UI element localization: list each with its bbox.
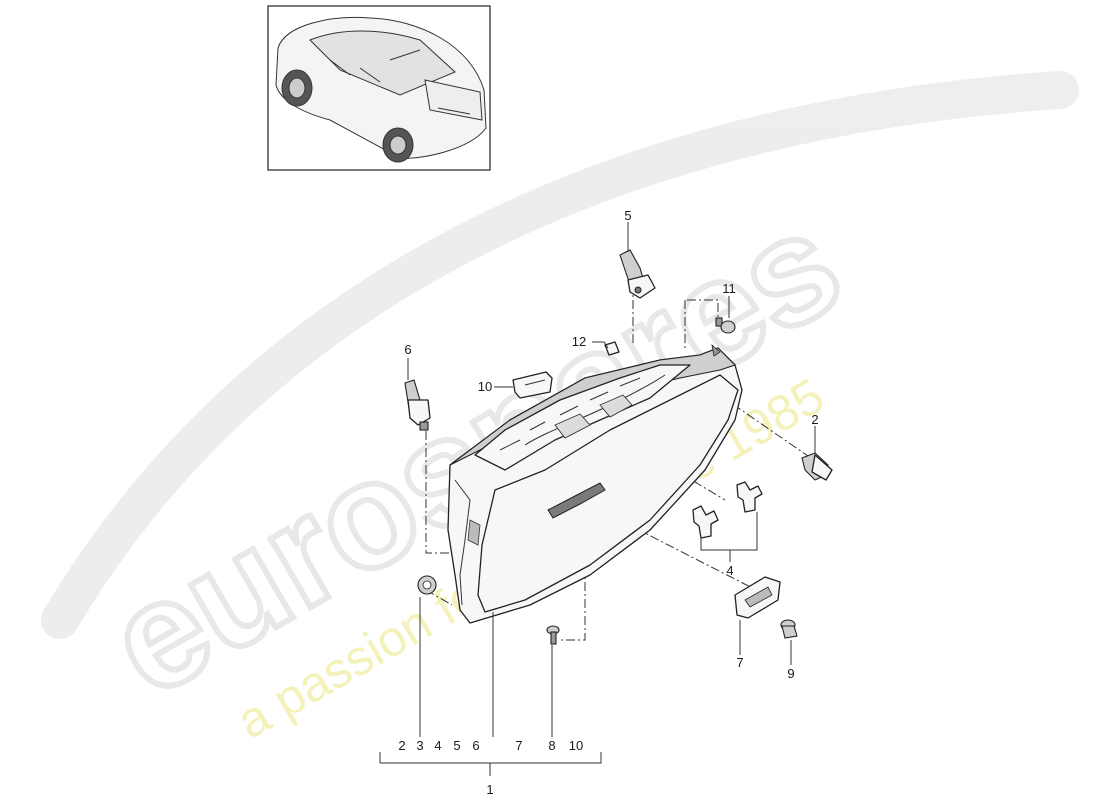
callout-4: 4	[726, 563, 733, 578]
vehicle-thumbnail	[267, 5, 491, 171]
bottom-item-2: 2	[398, 738, 405, 753]
part-12-nut	[604, 341, 620, 356]
part-11-screw	[715, 317, 736, 334]
part-8-screw	[546, 625, 560, 645]
callout-12: 12	[572, 334, 586, 349]
bottom-item-6: 6	[472, 738, 479, 753]
part-7-lock	[734, 576, 781, 619]
bottom-item-3: 3	[416, 738, 423, 753]
bottom-item-5: 5	[453, 738, 460, 753]
suv-icon	[275, 17, 487, 163]
part-3-bumper	[417, 575, 437, 595]
bottom-item-10: 10	[569, 738, 583, 753]
part-10-clip	[512, 371, 553, 399]
callout-6: 6	[404, 342, 411, 357]
callout-1: 1	[486, 782, 493, 797]
glovebox-body	[447, 343, 743, 624]
part-4-clips	[692, 481, 763, 539]
callout-9: 9	[787, 666, 794, 681]
callout-10: 10	[478, 379, 492, 394]
callout-labels: 5 11 12 6 10 2 4 7 9 2 3 4 5 6 7 8 10 1	[398, 208, 818, 797]
callout-5: 5	[624, 208, 631, 223]
part-5-hinge	[619, 249, 656, 299]
part-2-bumper	[801, 452, 833, 481]
bottom-item-7: 7	[515, 738, 522, 753]
part-6-hinge	[404, 379, 431, 431]
bottom-item-8: 8	[548, 738, 555, 753]
bottom-item-4: 4	[434, 738, 441, 753]
callout-leaders	[379, 222, 816, 776]
part-9-cylinder	[780, 619, 798, 639]
callout-7: 7	[736, 655, 743, 670]
callout-11: 11	[722, 281, 736, 296]
callout-2: 2	[811, 412, 818, 427]
